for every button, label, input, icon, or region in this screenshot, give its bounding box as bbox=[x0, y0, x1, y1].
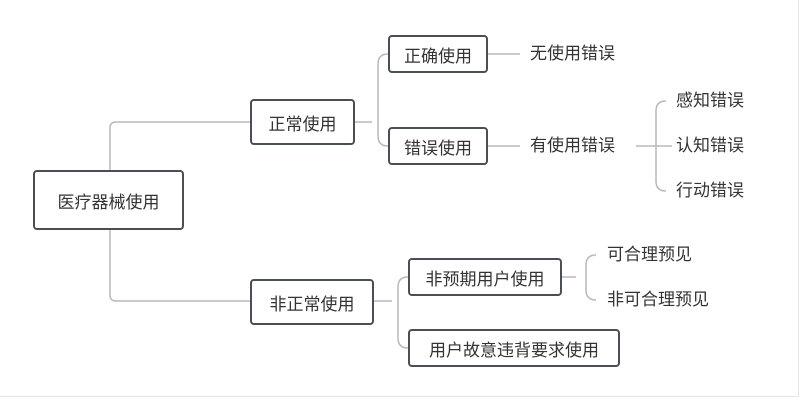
perception-error-label: 感知错误 bbox=[676, 91, 744, 111]
cognition-error-label: 认知错误 bbox=[676, 136, 744, 156]
has-use-error-label: 有使用错误 bbox=[530, 136, 615, 156]
foreseeable-label: 可合理预见 bbox=[607, 245, 692, 265]
error-use-node[interactable]: 错误使用 bbox=[388, 127, 488, 165]
unforeseeable-label: 非可合理预见 bbox=[607, 290, 709, 310]
root-node[interactable]: 医疗器械使用 bbox=[33, 170, 184, 230]
intentional-violation-node[interactable]: 用户故意违背要求使用 bbox=[408, 329, 620, 367]
abnormal-use-node[interactable]: 非正常使用 bbox=[250, 279, 374, 325]
action-error-label: 行动错误 bbox=[676, 181, 744, 201]
correct-use-node[interactable]: 正确使用 bbox=[388, 35, 488, 73]
no-use-error-label: 无使用错误 bbox=[530, 44, 615, 64]
unintended-user-node[interactable]: 非预期用户使用 bbox=[408, 258, 562, 296]
normal-use-node[interactable]: 正常使用 bbox=[250, 99, 355, 145]
